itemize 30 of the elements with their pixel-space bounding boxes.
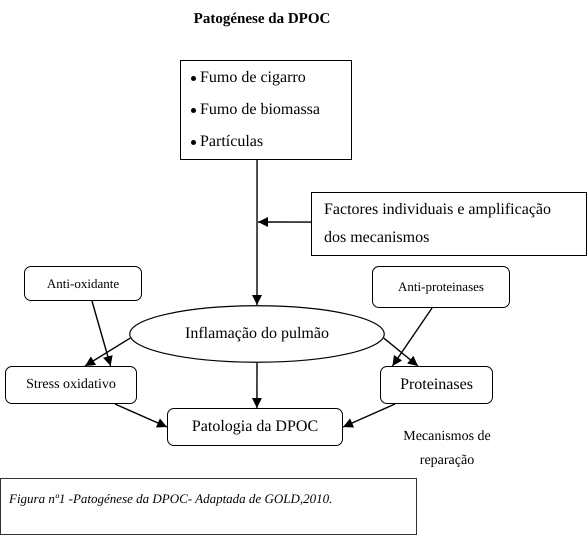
diagram-title: Patogénese da DPOC [194,11,330,27]
caption-text: Figura nº1 -Patogénese da DPOC- Adaptada de GOLD,2010. [9,491,332,506]
node-label: Proteinases [400,375,473,395]
process-box [180,60,352,160]
arrow [383,338,418,367]
node-label: Partículas [200,132,264,152]
arrow [258,217,311,228]
node-label: Factores individuais e amplificação dos mecanismos [324,200,552,248]
arrow [91,300,113,366]
node-label: Fumo de cigarro [200,68,306,88]
rounded-box [24,266,142,301]
arrow [114,403,168,428]
node-label: Inflamação do pulmão [185,324,329,344]
process-ellipse [129,305,385,363]
rounded-box [5,366,137,404]
rounded-box [372,266,510,308]
node-label: Anti-oxidante [46,276,120,292]
arrow [252,363,262,408]
arrow [252,160,262,305]
note-text: Mecanismos de reparação [403,429,491,468]
arrow [392,308,433,366]
node-label: Fumo de biomassa [200,100,320,120]
node-label: Stress oxidativo [26,376,116,394]
arrow [342,403,396,428]
arrow [84,337,131,367]
node-label: Anti-proteinases [398,279,484,295]
rounded-box [167,408,343,446]
node-label: Patologia da DPOC [192,417,318,437]
rounded-box [380,366,493,404]
process-box [311,192,587,256]
